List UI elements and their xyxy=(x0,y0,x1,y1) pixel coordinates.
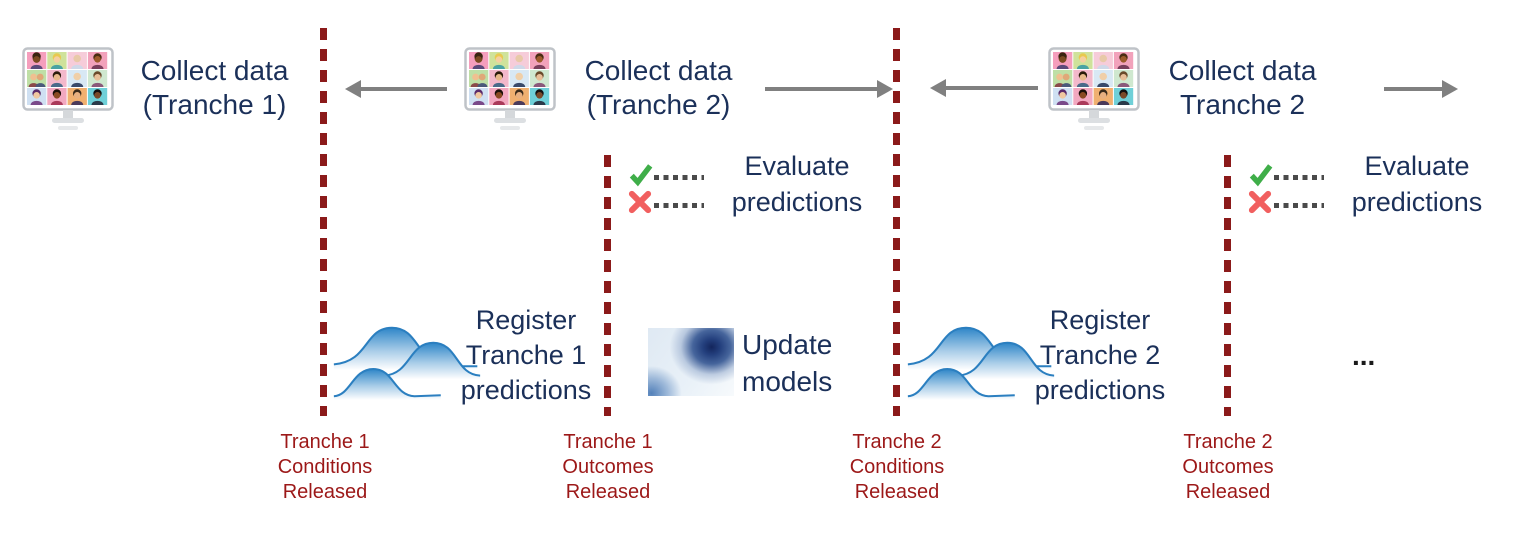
arrow-head xyxy=(345,80,361,98)
stage-2-label: Collect data (Tranche 2) xyxy=(556,54,761,122)
arrow-shaft xyxy=(943,86,1038,90)
milestone-line2: Outcomes xyxy=(562,456,654,478)
cross-icon xyxy=(1247,189,1273,215)
stage-1-label-line1: Collect data xyxy=(140,55,289,86)
evaluate-predictions-label: Evaluate predictions xyxy=(1322,148,1512,220)
milestone-line3: Released xyxy=(282,481,368,503)
milestone-line2: Conditions xyxy=(277,456,373,478)
milestone-line1: Tranche 2 xyxy=(1183,431,1273,453)
cross-icon xyxy=(627,189,653,215)
video-call-monitor-icon xyxy=(1048,47,1140,133)
stage-2-label-line2: (Tranche 2) xyxy=(586,89,731,120)
dotted-line xyxy=(1274,203,1324,208)
evaluate-line2: predictions xyxy=(731,187,863,217)
register-tranche2-label: Register Tranche 2 predictions xyxy=(1014,303,1186,408)
arrow-shaft xyxy=(765,87,880,91)
stage-3-label-line1: Collect data xyxy=(1168,55,1317,86)
register2-line1: Register xyxy=(1049,305,1151,335)
dotted-line xyxy=(654,175,704,180)
check-icon xyxy=(628,161,654,187)
milestone-line1: Tranche 1 xyxy=(280,431,370,453)
right-arrow-icon xyxy=(1384,80,1458,98)
timeline-tranche2-conditions xyxy=(893,28,900,416)
register-tranche1-label: Register Tranche 1 predictions xyxy=(440,303,612,408)
timeline-tranche1-conditions xyxy=(320,28,327,416)
milestone-line2: Conditions xyxy=(849,456,945,478)
arrow-head xyxy=(930,79,946,97)
continuation-ellipsis: ... xyxy=(1352,340,1376,371)
dotted-line xyxy=(1274,175,1324,180)
evaluate-line1: Evaluate xyxy=(1364,151,1470,181)
video-call-monitor-icon xyxy=(464,47,556,133)
video-call-monitor-icon xyxy=(22,47,114,133)
register2-line2: Tranche 2 xyxy=(1039,340,1161,370)
left-arrow-icon xyxy=(930,79,1038,97)
update-models-label: Update models xyxy=(742,326,872,400)
milestone-line3: Released xyxy=(1185,481,1271,503)
arrow-head xyxy=(877,80,893,98)
timeline-tranche2-outcomes xyxy=(1224,155,1231,416)
milestone-tranche1-outcomes: Tranche 1 Outcomes Released xyxy=(523,430,693,505)
arrow-shaft xyxy=(1384,87,1445,91)
stage-3-label: Collect data Tranche 2 xyxy=(1140,54,1345,122)
milestone-line2: Outcomes xyxy=(1182,456,1274,478)
register2-line3: predictions xyxy=(1034,375,1166,405)
register1-line2: Tranche 1 xyxy=(465,340,587,370)
update-line2: models xyxy=(742,366,833,397)
milestone-line1: Tranche 1 xyxy=(563,431,653,453)
evaluate-predictions-label: Evaluate predictions xyxy=(702,148,892,220)
milestone-line1: Tranche 2 xyxy=(852,431,942,453)
arrow-shaft xyxy=(358,87,447,91)
stage-2-label-line1: Collect data xyxy=(584,55,733,86)
stage-1-label-line2: (Tranche 1) xyxy=(142,89,287,120)
stage-3-label-line2: Tranche 2 xyxy=(1179,89,1306,120)
arrow-head xyxy=(1442,80,1458,98)
right-arrow-icon xyxy=(765,80,893,98)
update-line1: Update xyxy=(742,329,833,360)
milestone-tranche1-conditions: Tranche 1 Conditions Released xyxy=(240,430,410,505)
register1-line1: Register xyxy=(475,305,577,335)
left-arrow-icon xyxy=(345,80,447,98)
check-icon xyxy=(1248,161,1274,187)
dotted-line xyxy=(654,203,704,208)
heatmap-icon xyxy=(648,328,734,396)
timeline-tranche1-outcomes xyxy=(604,155,611,416)
milestone-line3: Released xyxy=(854,481,940,503)
evaluate-line1: Evaluate xyxy=(744,151,850,181)
evaluate-line2: predictions xyxy=(1351,187,1483,217)
register1-line3: predictions xyxy=(460,375,592,405)
milestone-line3: Released xyxy=(565,481,651,503)
milestone-tranche2-conditions: Tranche 2 Conditions Released xyxy=(812,430,982,505)
stage-1-label: Collect data (Tranche 1) xyxy=(112,54,317,122)
milestone-tranche2-outcomes: Tranche 2 Outcomes Released xyxy=(1143,430,1313,505)
